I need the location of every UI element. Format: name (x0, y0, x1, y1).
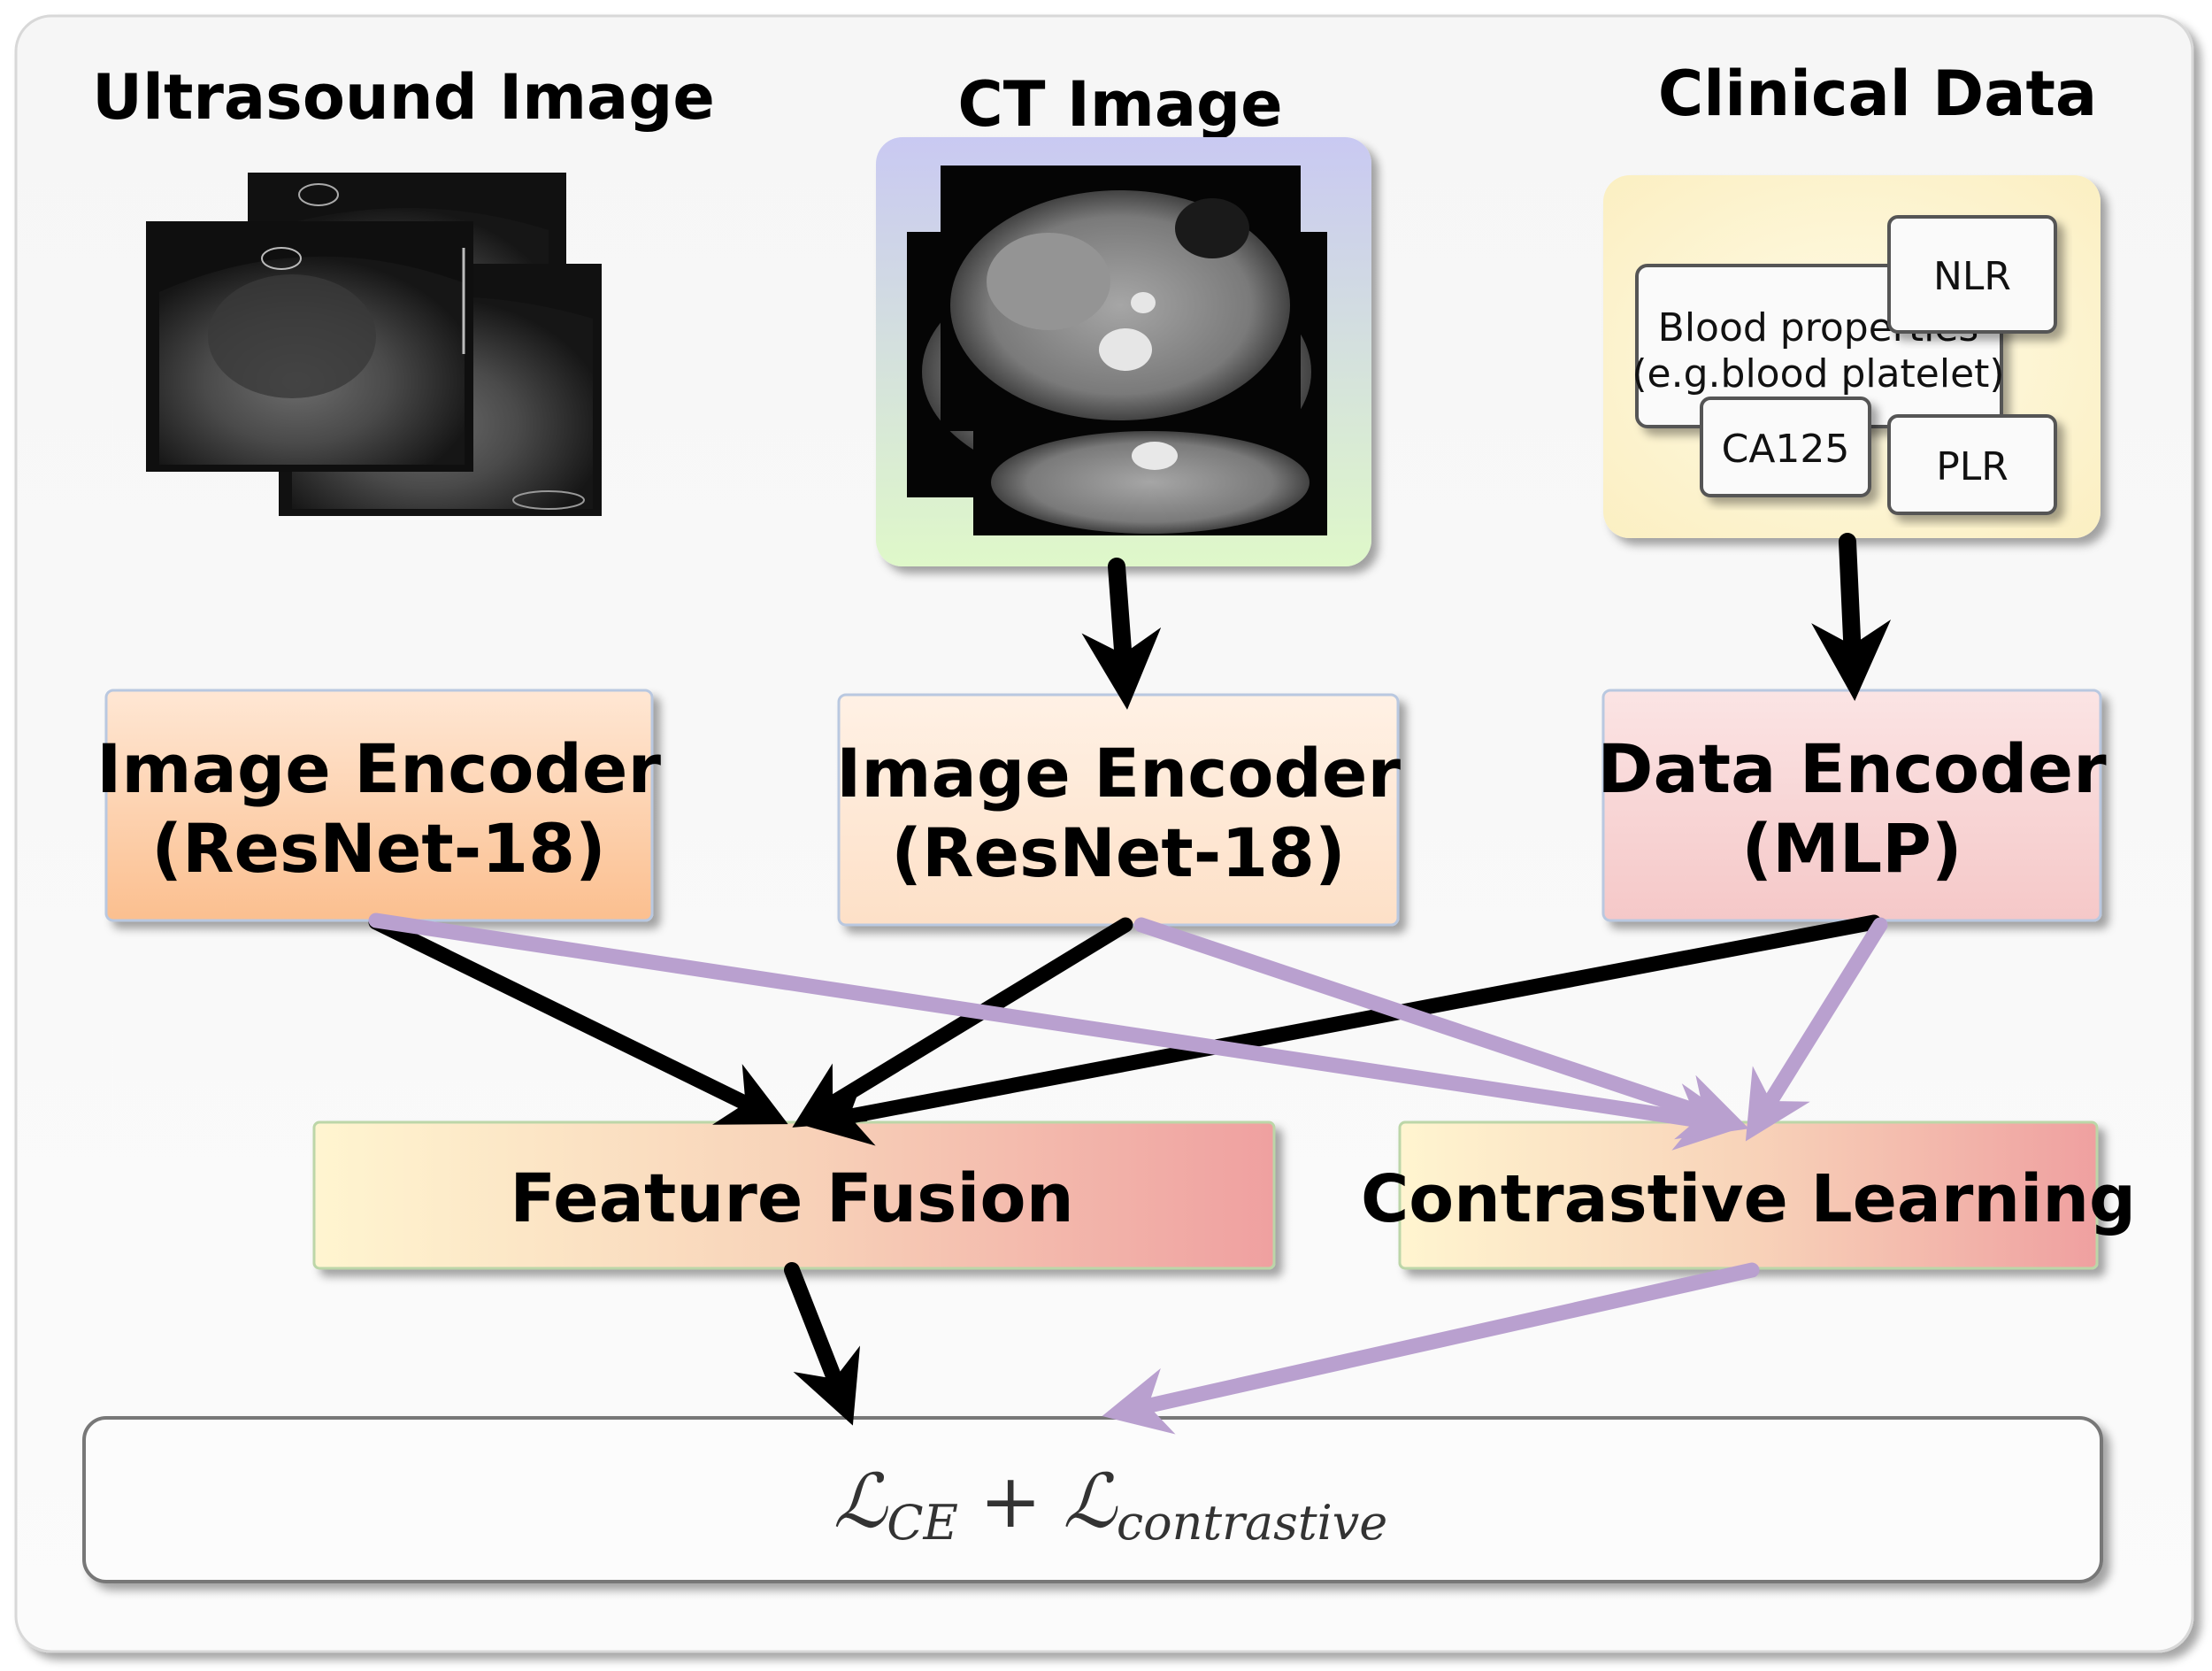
arrow-us-encoder-to-fusion (368, 914, 788, 1125)
arrow-us-encoder-to-contrastive (368, 913, 1744, 1151)
arrow-data-encoder-to-contrastive (1745, 917, 1888, 1142)
ct-frame-front (941, 166, 1301, 431)
arrow-data-encoder-to-fusion (803, 914, 1882, 1146)
feature-fusion-module: Feature Fusion (312, 1120, 1276, 1270)
nlr-label: NLR (1933, 254, 2011, 299)
loss-ce-symbol: ℒ (833, 1458, 888, 1544)
loss-ce-subscript: CE (887, 1495, 958, 1551)
arrows-layer (368, 533, 1892, 1435)
data-encoder: Data Encoder (MLP) (1597, 689, 2107, 922)
ultrasound-title: Ultrasound Image (92, 61, 715, 134)
data-encoder-model: (MLP) (1741, 809, 1962, 888)
clinical-title: Clinical Data (1658, 58, 2097, 130)
ct-frame-bottom (973, 425, 1327, 535)
loss-plus: + (979, 1458, 1041, 1544)
arrow-ct-to-encoder (1081, 558, 1162, 710)
arrow-ct-encoder-to-contrastive (1133, 917, 1749, 1140)
nlr-card: NLR (1887, 215, 2057, 334)
loss-contrastive-subscript: contrastive (1117, 1495, 1387, 1551)
loss-contrastive-symbol: ℒ (1063, 1458, 1118, 1544)
contrastive-learning-label: Contrastive Learning (1361, 1161, 2136, 1237)
ultrasound-image-stack (146, 173, 602, 516)
clinical-data-panel: Blood properties (e.g.blood platelet) NL… (1603, 175, 2101, 538)
blood-platelet-label: (e.g.blood platelet) (1632, 351, 2004, 397)
plr-card: PLR (1887, 414, 2057, 515)
us-image-encoder: Image Encoder (ResNet-18) (96, 689, 661, 922)
plr-label: PLR (1936, 444, 2008, 489)
feature-fusion-label: Feature Fusion (510, 1159, 1073, 1237)
ca125-card: CA125 (1700, 397, 1871, 497)
us-encoder-model: (ResNet-18) (151, 809, 606, 888)
us-encoder-name: Image Encoder (96, 729, 661, 808)
ct-encoder-name: Image Encoder (836, 734, 1401, 812)
contrastive-learning-module: Contrastive Learning (1361, 1120, 2136, 1270)
data-encoder-name: Data Encoder (1597, 729, 2107, 808)
ct-image-panel (876, 137, 1371, 566)
arrow-contrastive-to-loss (1102, 1262, 1760, 1435)
ct-encoder-model: (ResNet-18) (891, 813, 1346, 892)
loss-box: ℒCE+ℒcontrastive (82, 1416, 2103, 1583)
ct-title: CT Image (957, 68, 1282, 141)
ca125-label: CA125 (1722, 427, 1850, 472)
ct-image-encoder: Image Encoder (ResNet-18) (836, 693, 1401, 927)
arrow-clinical-to-encoder (1811, 533, 1892, 701)
arrow-fusion-to-loss (784, 1262, 861, 1426)
ultrasound-frame-front (146, 221, 473, 472)
loss-formula: ℒCE+ℒcontrastive (833, 1458, 1388, 1551)
